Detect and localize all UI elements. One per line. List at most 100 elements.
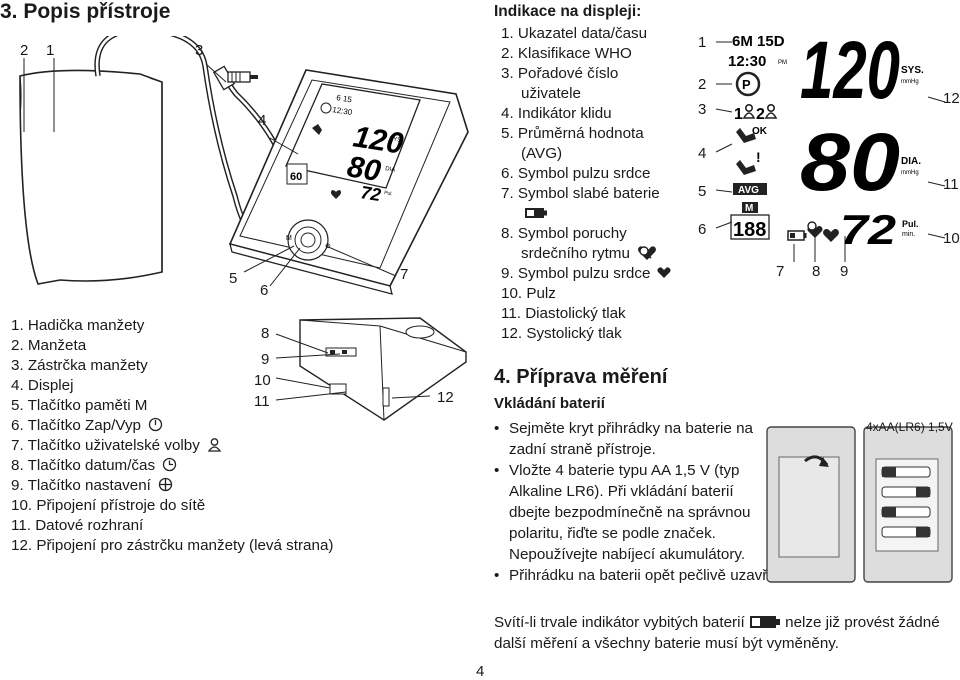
lcd-mem-no: 188 xyxy=(733,219,766,241)
lcd-callout-9: 9 xyxy=(840,263,849,280)
arrhythmia-icon xyxy=(638,246,657,260)
indicator-item: 7. Symbol slabé baterie xyxy=(501,184,671,224)
lcd-callout-3: 3 xyxy=(698,101,707,118)
lcd-pulse-value: 72 xyxy=(840,206,896,253)
monitor-side xyxy=(299,317,467,421)
device-lcd-pul-label: Pul. xyxy=(384,190,393,197)
lcd-heart-icon xyxy=(823,228,839,242)
lcd-display-diagram: 6M 15D 12:30 PM P 1 2 OK ! AVG M 188 120… xyxy=(715,25,946,262)
part-item: 7. Tlačítko uživatelské volby xyxy=(11,436,371,456)
display-indicators-list: 1. Ukazatel data/času 2. Klasifikace WHO… xyxy=(501,24,671,344)
heart-icon xyxy=(657,267,671,278)
lcd-callout-6: 6 xyxy=(698,221,707,238)
device-lcd-dia: 80 xyxy=(345,150,383,188)
lcd-callout-11: 11 xyxy=(943,176,959,193)
callout-6: 6 xyxy=(260,282,269,299)
indicator-item: 3. Pořadové číslo uživatele xyxy=(501,65,619,102)
part-item: 12. Připojení pro zástrčku manžety (levá… xyxy=(11,537,334,554)
lcd-user-indicator: 1 xyxy=(734,106,743,123)
indicator-item: 10. Pulz xyxy=(501,285,556,302)
lcd-avg: AVG xyxy=(738,185,759,196)
indicator-item: 11. Diastolický tlak xyxy=(501,305,626,322)
lcd-date: 6M 15D xyxy=(732,33,785,50)
device-lcd-sys-label: SYS xyxy=(389,136,402,144)
lcd-rest-indicator xyxy=(736,128,756,143)
instruction-item: Vložte 4 baterie typu AA 1,5 V (typ Alka… xyxy=(494,460,754,565)
callout-8: 8 xyxy=(261,325,270,342)
lcd-dia-unit: mmHg xyxy=(901,170,919,176)
battery-compartment-illustration xyxy=(863,426,953,583)
part-item: 3. Zástrčka manžety xyxy=(11,357,148,374)
low-battery-icon xyxy=(525,208,547,218)
indicator-item: 8. Symbol poruchy srdečního rytmu xyxy=(501,224,671,264)
section-4-title: 4. Příprava měření xyxy=(494,366,668,388)
lcd-time: 12:30 xyxy=(728,53,766,70)
svg-text:!: ! xyxy=(756,149,761,165)
lcd-sys-unit: mmHg xyxy=(901,79,919,85)
part-item: 9. Tlačítko nastavení xyxy=(11,476,371,496)
lcd-callout-2: 2 xyxy=(698,76,707,93)
lcd-sys-value: 120 xyxy=(800,25,900,116)
part-item: 2. Manžeta xyxy=(11,337,87,354)
lcd-dia-label: DIA. xyxy=(901,156,921,167)
callout-2: 2 xyxy=(20,42,29,59)
instruction-item: Přihrádku na baterii opět pečlivě uzavře… xyxy=(494,565,849,586)
lcd-callout-8: 8 xyxy=(812,263,821,280)
callout-5: 5 xyxy=(229,270,238,287)
section-4-subtitle: Vkládání baterií xyxy=(494,395,605,412)
svg-text:M: M xyxy=(286,235,292,242)
device-lcd-dia-label: DIA xyxy=(385,166,396,173)
part-item: 11. Datové rozhraní xyxy=(11,517,144,534)
lcd-callout-7: 7 xyxy=(776,263,785,280)
indicator-item: 12. Systolický tlak xyxy=(501,325,622,342)
callout-4: 4 xyxy=(258,112,267,129)
lcd-ok: OK xyxy=(752,126,768,137)
power-icon xyxy=(149,417,163,432)
device-lcd-mem: 60 xyxy=(290,171,302,183)
page-number: 4 xyxy=(476,663,485,680)
low-battery-indicator-icon xyxy=(749,616,780,628)
callout-9: 9 xyxy=(261,351,270,368)
lcd-mem-m: M xyxy=(745,203,753,214)
lcd-callout-10: 10 xyxy=(943,230,960,247)
lcd-dia-value: 80 xyxy=(800,117,900,208)
settings-plus-icon xyxy=(158,477,173,492)
user-icon xyxy=(207,438,222,452)
device-illustration: 6 15 12:30 120 80 72 SYS DIA Pul. 60 M ⊘ xyxy=(19,36,469,421)
indicator-item: 2. Klasifikace WHO xyxy=(501,45,632,62)
instruction-item: Sejměte kryt přihrádky na baterie na zad… xyxy=(494,418,754,460)
lcd-callout-5: 5 xyxy=(698,183,707,200)
lcd-callout-12: 12 xyxy=(943,90,960,107)
svg-text:2: 2 xyxy=(756,106,765,123)
lcd-min-label: min. xyxy=(902,231,915,238)
device-lcd-date: 6 15 xyxy=(336,93,353,104)
clock-icon xyxy=(163,457,177,472)
display-heading: Indikace na displeji: xyxy=(494,3,642,20)
indicator-item: 4. Indikátor klidu xyxy=(501,105,612,122)
device-parts-list: 1. Hadička manžety 2. Manžeta 3. Zástrčk… xyxy=(11,316,371,556)
part-item: 8. Tlačítko datum/čas xyxy=(11,456,371,476)
lcd-callout-1: 1 xyxy=(698,34,707,51)
battery-cover-illustration xyxy=(766,426,856,583)
lcd-sys-label: SYS. xyxy=(901,65,924,76)
indicator-item: 9. Symbol pulzu srdce xyxy=(501,264,671,284)
callout-10: 10 xyxy=(254,372,271,389)
callout-1: 1 xyxy=(46,42,55,59)
indicator-item: 5. Průměrná hodnota (AVG) xyxy=(501,125,644,162)
lcd-who-indicator: P xyxy=(742,77,751,92)
part-item: 5. Tlačítko paměti M xyxy=(11,397,148,414)
device-lcd-time: 12:30 xyxy=(332,105,354,117)
device-lcd-sys: 120 xyxy=(351,120,406,160)
lcd-pm: PM xyxy=(778,60,787,66)
callout-12: 12 xyxy=(437,389,454,406)
part-item: 1. Hadička manžety xyxy=(11,317,145,334)
battery-instructions: Sejměte kryt přihrádky na baterie na zad… xyxy=(494,418,793,586)
note-text-after: nelze již provést žádné další měření a v… xyxy=(494,614,940,652)
low-battery-note: Svítí-li trvale indikátor vybitých bater… xyxy=(494,612,944,654)
section-3-title: 3. Popis přístroje xyxy=(0,0,171,23)
callout-11: 11 xyxy=(254,393,270,410)
part-item: 10. Připojení přístroje do sítě xyxy=(11,497,206,514)
indicator-item: 1. Ukazatel data/času xyxy=(501,25,648,42)
battery-type-label: 4xAA(LR6) 1,5V xyxy=(866,420,953,434)
part-item: 4. Displej xyxy=(11,377,74,394)
